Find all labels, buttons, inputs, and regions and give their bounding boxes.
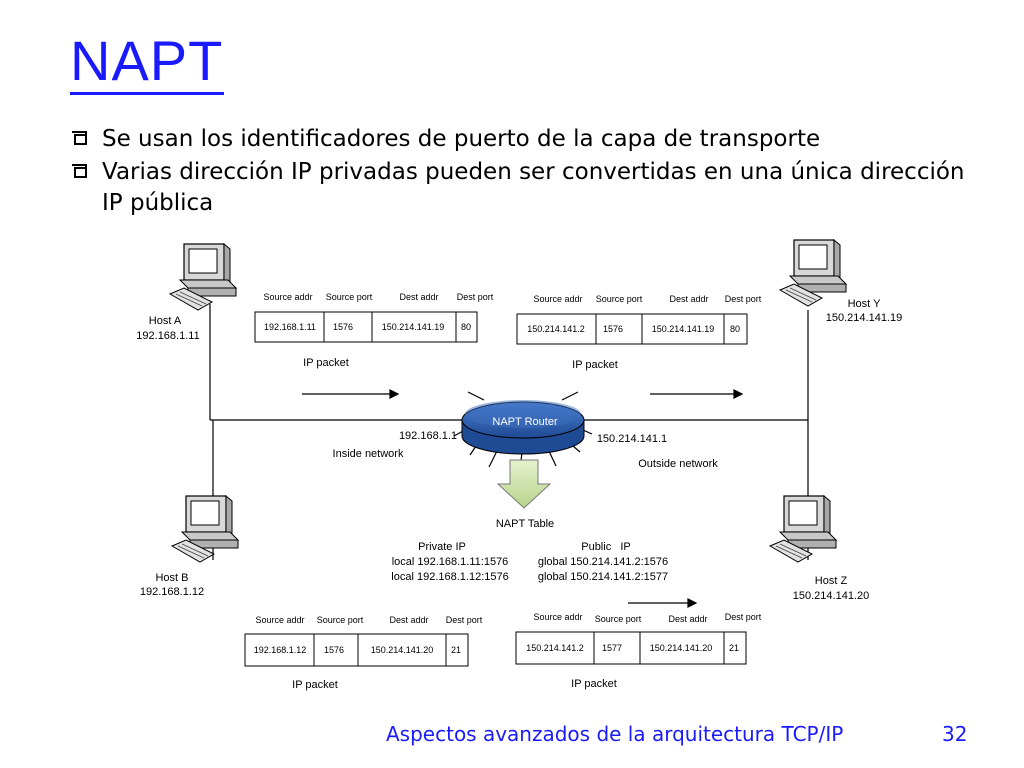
header-source-port: Source port bbox=[595, 614, 642, 624]
packet-host-a: Source addr Source port Dest addr Dest p… bbox=[254, 292, 494, 369]
private-row: local 192.168.1.12:1576 bbox=[391, 571, 508, 583]
packet-dport: 21 bbox=[729, 643, 739, 653]
bullet-item: Varias dirección IP privadas pueden ser … bbox=[66, 157, 966, 219]
header-dest-port: Dest port bbox=[457, 292, 494, 302]
header-dest-port: Dest port bbox=[725, 612, 762, 622]
slide-title: NAPT bbox=[70, 29, 224, 92]
header-source-addr: Source addr bbox=[263, 292, 312, 302]
header-source-port: Source port bbox=[326, 292, 373, 302]
packet-src: 150.214.141.2 bbox=[526, 643, 584, 653]
header-dest-addr: Dest addr bbox=[668, 614, 707, 624]
packet-sport: 1577 bbox=[602, 643, 622, 653]
host-b-name: Host B bbox=[155, 572, 188, 584]
packet-caption: IP packet bbox=[572, 359, 618, 371]
computer-icon bbox=[769, 495, 837, 563]
packet-caption: IP packet bbox=[292, 679, 338, 691]
host-y-ip: 150.214.141.19 bbox=[826, 312, 902, 324]
packet-dport: 80 bbox=[461, 322, 471, 332]
packet-src: 192.168.1.11 bbox=[264, 322, 316, 332]
bullet-list: Se usan los identificadores de puerto de… bbox=[66, 124, 966, 221]
private-row: local 192.168.1.11:1576 bbox=[392, 556, 509, 568]
packet-dst: 150.214.141.20 bbox=[650, 643, 713, 653]
header-dest-addr: Dest addr bbox=[389, 615, 428, 625]
header-dest-addr: Dest addr bbox=[669, 294, 708, 304]
host-z-ip: 150.214.141.20 bbox=[793, 590, 869, 602]
bullet-text: Varias dirección IP privadas pueden ser … bbox=[102, 159, 965, 216]
host-y-name: Host Y bbox=[848, 298, 881, 310]
host-a-name: Host A bbox=[149, 315, 182, 327]
packet-src: 150.214.141.2 bbox=[527, 324, 585, 334]
napt-table-title: NAPT Table bbox=[496, 518, 554, 530]
packet-dport: 80 bbox=[730, 324, 740, 334]
packet-dst: 150.214.141.19 bbox=[382, 322, 445, 332]
packet-src: 192.168.1.12 bbox=[254, 645, 307, 655]
host-b-ip: 192.168.1.12 bbox=[140, 586, 204, 598]
packet-dport: 21 bbox=[451, 645, 461, 655]
router-label: NAPT Router bbox=[492, 416, 558, 428]
packet-dst: 150.214.141.20 bbox=[371, 645, 434, 655]
arrow-right-icon bbox=[687, 598, 698, 608]
computer-icon bbox=[169, 243, 237, 311]
header-dest-port: Dest port bbox=[725, 294, 762, 304]
bullet-text: Se usan los identificadores de puerto de… bbox=[102, 126, 821, 152]
router-inside-ip: 192.168.1.1 bbox=[399, 430, 457, 442]
packet-host-z: Source addr Source port Dest addr Dest p… bbox=[515, 612, 762, 690]
title-underline bbox=[70, 92, 224, 95]
header-source-addr: Source addr bbox=[533, 294, 582, 304]
direction-arrows bbox=[302, 389, 744, 608]
packet-dst: 150.214.141.19 bbox=[652, 324, 715, 334]
packet-caption: IP packet bbox=[303, 357, 349, 369]
header-source-addr: Source addr bbox=[533, 612, 582, 622]
arrow-right-icon bbox=[389, 389, 400, 399]
public-row: global 150.214.141.2:1576 bbox=[538, 556, 668, 568]
packet-sport: 1576 bbox=[333, 322, 353, 332]
napt-router: NAPT Router bbox=[453, 391, 593, 471]
bullet-item: Se usan los identificadores de puerto de… bbox=[66, 124, 966, 155]
packet-host-b: Source addr Source port Dest addr Dest p… bbox=[244, 615, 483, 691]
bullet-box-icon bbox=[72, 131, 87, 145]
host-y: Host Y 150.214.141.19 bbox=[779, 239, 902, 324]
packet-caption: IP packet bbox=[571, 678, 617, 690]
down-arrow-icon bbox=[496, 459, 552, 509]
public-row: global 150.214.141.2:1577 bbox=[538, 571, 668, 583]
page-number: 32 bbox=[942, 722, 968, 746]
header-dest-port: Dest port bbox=[446, 615, 483, 625]
arrow-right-icon bbox=[733, 389, 744, 399]
header-source-addr: Source addr bbox=[255, 615, 304, 625]
bullet-box-icon bbox=[72, 164, 87, 178]
header-dest-addr: Dest addr bbox=[399, 292, 438, 302]
router-outside-ip: 150.214.141.1 bbox=[597, 433, 667, 445]
napt-table: NAPT Table Private IP Public IP local 19… bbox=[391, 518, 668, 583]
host-b: Host B 192.168.1.12 bbox=[140, 495, 239, 598]
computer-icon bbox=[779, 239, 847, 307]
computer-icon bbox=[171, 495, 239, 563]
outside-network-label: Outside network bbox=[638, 458, 718, 470]
inside-network-label: Inside network bbox=[333, 448, 404, 460]
public-ip-header: Public IP bbox=[581, 541, 631, 553]
private-ip-header: Private IP bbox=[418, 541, 466, 553]
header-source-port: Source port bbox=[317, 615, 364, 625]
packet-sport: 1576 bbox=[324, 645, 344, 655]
packet-sport: 1576 bbox=[603, 324, 623, 334]
host-a-ip: 192.168.1.11 bbox=[136, 330, 199, 342]
network-lines bbox=[209, 304, 809, 560]
packet-host-y: Source addr Source port Dest addr Dest p… bbox=[516, 294, 762, 371]
host-z-name: Host Z bbox=[815, 575, 848, 587]
header-source-port: Source port bbox=[596, 294, 643, 304]
host-a: Host A 192.168.1.11 bbox=[136, 243, 237, 342]
host-z: Host Z 150.214.141.20 bbox=[769, 495, 869, 602]
footer-title: Aspectos avanzados de la arquitectura TC… bbox=[386, 722, 844, 746]
